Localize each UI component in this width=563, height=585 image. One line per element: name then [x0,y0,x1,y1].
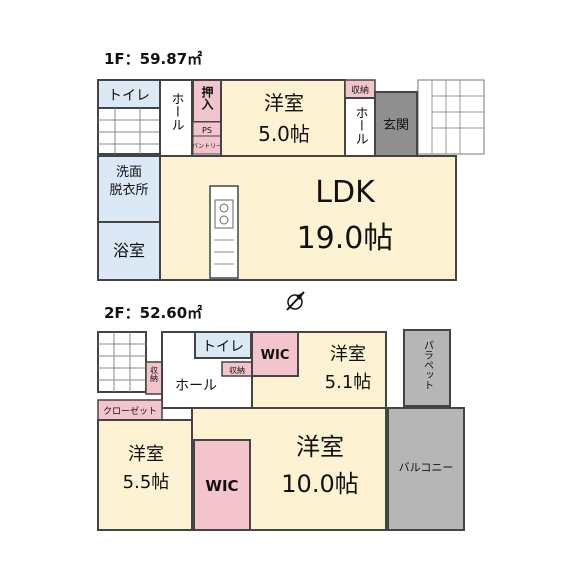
floor2-western-c-name: 洋室 [296,433,344,461]
floor1-oshiire-label: 押入 [200,85,214,111]
floor1-washroom-label-1: 洗面 [116,165,142,180]
floor2-western-b-name: 洋室 [128,444,164,465]
floor2-western-a-size: 5.1帖 [325,372,372,393]
floor1-storage-label: 収納 [351,84,369,96]
floor2-wic-small-label: WIC [261,348,290,363]
floor2-western-c-size: 10.0帖 [281,470,358,498]
floor1-western-room-name: 洋室 [264,91,304,115]
floor2-storage-a-label: 収納 [150,365,159,383]
floor1-ldk-size: 19.0帖 [297,221,394,256]
floor1-western-room-size: 5.0帖 [258,122,310,146]
floor1-hall-right-label: ホール [353,106,368,145]
floor1-bath [97,221,161,281]
floor2-western-b [97,419,193,531]
floor2-toilet [194,331,252,359]
floor1-ldk-name: LDK [315,175,376,210]
floor2-hall-label: ホール [175,378,217,394]
floor1-stairs [97,107,161,155]
floor2-storage-b-label: 収納 [229,365,245,375]
floor2-western-a-name: 洋室 [330,344,366,365]
floor1-ldk [159,155,457,281]
floor2-closet-label: クローゼット [103,405,157,417]
floor2-balcony-label: バルコニー [399,461,454,474]
floor1-ps-label: PS [202,126,212,135]
floor1-hall-left [159,79,193,157]
floor2-wic-large [193,439,251,531]
floor2-wic-large-label: WIC [205,477,238,495]
floor1-hall-left-label: ホール [169,92,184,131]
compass-icon [286,291,305,311]
floor1-washroom-label-2: 脱衣所 [109,182,148,198]
floor2-title: 2F：52.60㎡ [104,304,202,322]
floor2-balcony [387,407,465,531]
floor1-title: 1F：59.87㎡ [104,50,202,68]
floor2-stairs [97,331,147,393]
floor2-parapet-label: パラペット [422,340,434,390]
floor2-parapet [403,329,451,407]
floor1-entrance-label: 玄関 [383,118,409,133]
floor2-toilet-label: トイレ [202,339,244,355]
floor1-pantry-label: パントリー [192,143,222,150]
floor2-western-b-size: 5.5帖 [123,472,170,493]
floor1-toilet-label: トイレ [108,88,150,104]
floor1-bath-label: 浴室 [113,241,145,260]
floor1-outdoor-area [417,79,485,155]
kitchen-counter [209,185,239,279]
